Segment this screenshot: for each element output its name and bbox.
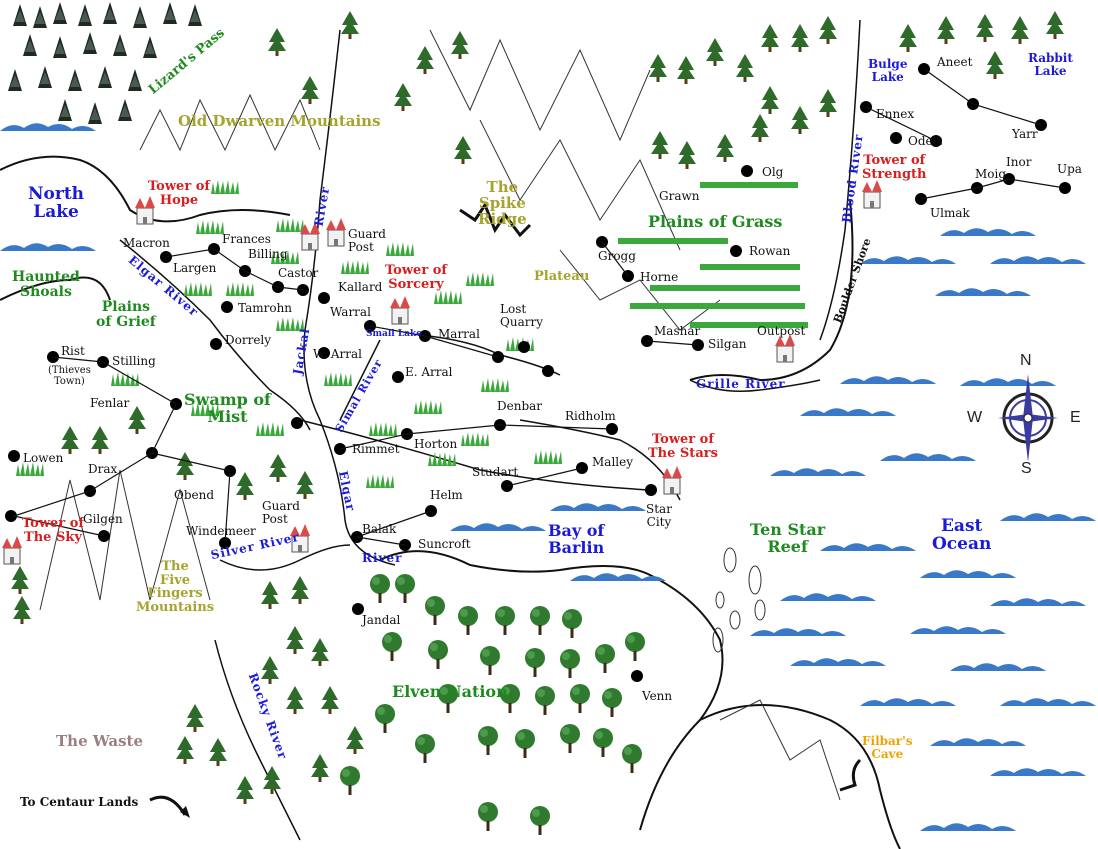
label-odett: Odett <box>908 134 943 148</box>
label-tower-of-strength: Tower of Strength <box>862 153 927 182</box>
label-olg: Olg <box>762 165 784 179</box>
label-tower-of-hope: Tower of Hope <box>148 179 210 208</box>
label-gilgen: Gilgen <box>83 512 123 526</box>
label-largen: Largen <box>173 261 217 275</box>
label-filbars-cave: Filbar's Cave <box>862 734 913 761</box>
label-north-lake: North Lake <box>28 184 85 222</box>
label-bay-of-barlin: Bay of Barlin <box>548 521 605 557</box>
label-yarr: Yarr <box>1012 127 1038 141</box>
label-ulmak: Ulmak <box>930 206 970 220</box>
compass-w: W <box>967 409 983 426</box>
coastline <box>0 155 901 849</box>
label-balak: Balak <box>362 522 397 536</box>
label-ridholm: Ridholm <box>565 409 616 423</box>
label-the-spike-ridge: The Spike Ridge <box>478 178 527 228</box>
compass-e: E <box>1070 409 1081 426</box>
label-star-city: Star City <box>646 502 672 529</box>
label-river-south: River <box>362 551 403 565</box>
plains-of-grass-strokes <box>618 182 808 328</box>
label-small-lake: Small Lake <box>366 329 422 339</box>
town-dots <box>5 63 1071 682</box>
label-the-waste: The Waste <box>56 732 144 750</box>
label-horne: Horne <box>640 270 679 284</box>
label-e-arral: E. Arral <box>405 365 453 379</box>
label-windemeer: Windemeer <box>186 524 256 538</box>
label-plateau: Plateau <box>534 269 590 284</box>
label-tamrohn: Tamrohn <box>238 301 293 315</box>
label-outpost: Outpost <box>757 324 806 338</box>
label-denbar: Denbar <box>497 399 543 413</box>
label-venn: Venn <box>642 689 673 703</box>
compass-rose <box>998 374 1058 462</box>
label-marral: Marral <box>438 327 480 341</box>
label-old-dwarven-mountains: Old Dwarven Mountains <box>178 112 381 130</box>
roads <box>11 68 1066 546</box>
label-stilling: Stilling <box>112 354 156 368</box>
sea-waves <box>0 123 1096 831</box>
label-lost-quarry: Lost Quarry <box>500 302 543 329</box>
label-grogg: Grogg <box>598 249 636 263</box>
label-bulge-lake: Bulge Lake <box>868 57 908 84</box>
label-billing: Billing <box>248 247 288 261</box>
label-dorrely: Dorrely <box>225 333 272 347</box>
rivers <box>119 19 861 841</box>
cave-arrow <box>839 758 862 792</box>
label-guard-post-south: Guard Post <box>262 499 300 526</box>
compass-n: N <box>1020 352 1032 369</box>
label-obend: Obend <box>174 488 215 502</box>
label-kallard: Kallard <box>338 280 383 294</box>
label-grille-river: Grille River <box>696 377 786 391</box>
label-warral: Warral <box>330 305 371 319</box>
centaur-arrowhead <box>180 806 190 818</box>
label-ennex: Ennex <box>876 107 915 121</box>
label-rabbit-lake: Rabbit Lake <box>1028 51 1073 78</box>
label-mashar: Mashar <box>654 324 701 338</box>
centaur-arrow <box>149 795 187 816</box>
label-plains-of-grief: Plains of Grief <box>96 299 156 330</box>
label-haunted-shoals: Haunted Shoals <box>12 269 80 300</box>
label-to-centaur-lands: To Centaur Lands <box>20 795 139 809</box>
label-five-fingers-mountains: The Five Fingers Mountains <box>136 559 215 615</box>
label-swamp-of-mist: Swamp of Mist <box>184 390 271 426</box>
label-ten-star-reef: Ten Star Reef <box>750 520 826 556</box>
spike-ridge <box>459 201 532 238</box>
label-elven-nation: Elven Nation <box>392 682 508 701</box>
label-rimmet: Rimmet <box>352 442 400 456</box>
label-horton: Horton <box>414 437 458 451</box>
label-w-arral: W. Arral <box>313 347 362 361</box>
label-studart: Studart <box>472 465 519 479</box>
label-suncroft: Suncroft <box>418 537 471 551</box>
label-upa: Upa <box>1057 162 1082 176</box>
compass-s: S <box>1021 460 1032 477</box>
label-rist: Rist <box>61 344 85 358</box>
label-guard-post-north: Guard Post <box>348 227 386 254</box>
label-jandal: Jandal <box>362 613 401 627</box>
label-tower-of-sorcery: Tower of Sorcery <box>385 263 447 292</box>
label-rowan: Rowan <box>749 244 791 258</box>
label-inor: Inor <box>1006 155 1032 169</box>
reef-islands <box>712 547 766 653</box>
label-fenlar: Fenlar <box>90 396 130 410</box>
label-moig: Moig <box>975 167 1007 181</box>
label-grawn: Grawn <box>659 189 700 203</box>
label-plains-of-grass: Plains of Grass <box>648 212 783 231</box>
label-silgan: Silgan <box>708 337 747 351</box>
label-tower-of-the-stars: Tower of The Stars <box>648 432 718 461</box>
label-macron: Macron <box>123 236 170 250</box>
label-east-ocean: East Ocean <box>932 516 992 554</box>
label-helm: Helm <box>430 488 463 502</box>
label-castor: Castor <box>278 266 319 280</box>
label-thieves-town: (Thieves Town) <box>48 365 91 387</box>
label-lowen: Lowen <box>23 451 64 465</box>
label-aneet: Aneet <box>937 55 973 69</box>
label-drax: Drax <box>88 462 118 476</box>
label-tower-of-the-sky: Tower of The Sky <box>22 516 84 545</box>
label-malley: Malley <box>592 455 633 469</box>
mountain-hatching <box>39 29 841 801</box>
label-frances: Frances <box>222 232 271 246</box>
